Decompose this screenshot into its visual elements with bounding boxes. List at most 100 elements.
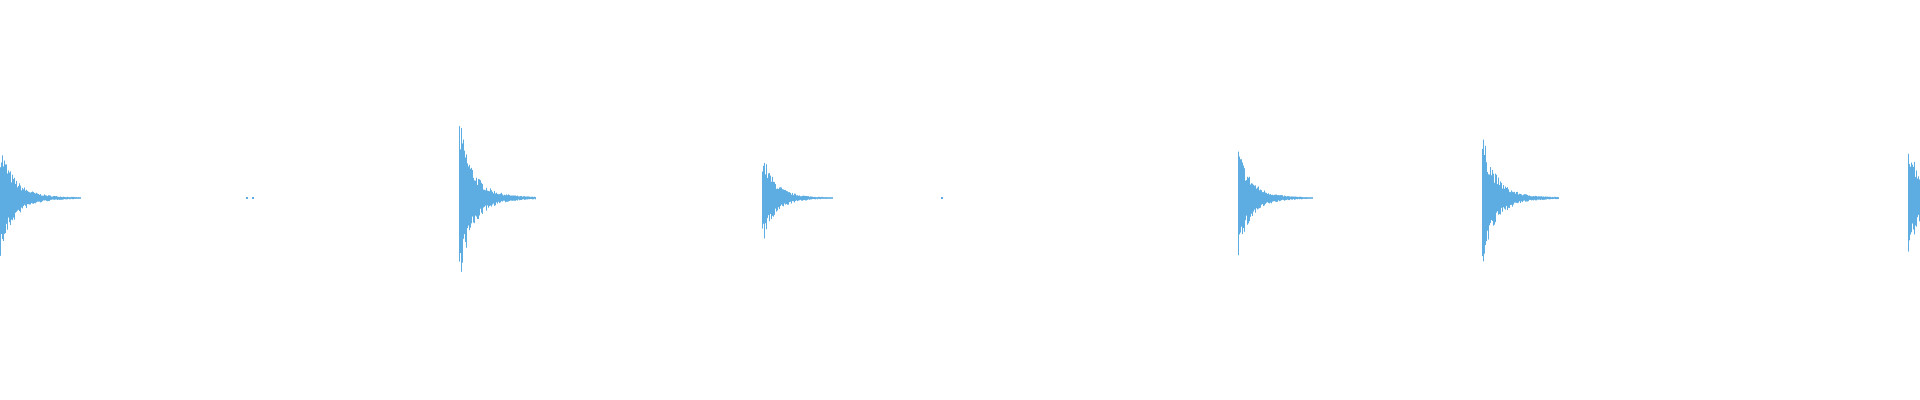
waveform-sample-column <box>807 196 808 200</box>
waveform-sample-column <box>1263 192 1264 206</box>
waveform-sample-column <box>830 197 831 199</box>
waveform-sample-column <box>527 196 528 200</box>
waveform-sample-column <box>1516 191 1517 203</box>
waveform-sample-column <box>816 197 817 199</box>
waveform-sample-column <box>1491 175 1492 221</box>
waveform-sample-column <box>808 196 809 200</box>
waveform-sample-column <box>5 164 6 234</box>
waveform-sample-column <box>1298 196 1299 199</box>
waveform-sample-column <box>29 192 30 205</box>
waveform-sample-column <box>471 167 472 224</box>
waveform-sample-column <box>1257 187 1258 210</box>
waveform-sample-column <box>483 189 484 208</box>
waveform-sample-column <box>1513 192 1514 205</box>
waveform-sample-column <box>7 173 8 230</box>
waveform-sample-column <box>806 195 807 201</box>
waveform-sample-column <box>1915 176 1916 226</box>
waveform-sample-column <box>1916 170 1917 227</box>
waveform-sample-column <box>507 195 508 202</box>
waveform-sample-column <box>1556 197 1557 200</box>
waveform-sample-column <box>63 196 64 200</box>
waveform-sample-column <box>773 181 774 217</box>
waveform-sample-column <box>1914 161 1915 235</box>
waveform-sample-column <box>503 195 504 201</box>
waveform-sample-column <box>1301 196 1302 200</box>
waveform-sample-column <box>1490 167 1491 224</box>
waveform-sample-column <box>1273 195 1274 202</box>
waveform-sample-column <box>10 171 11 226</box>
waveform-sample-column <box>1312 197 1313 199</box>
waveform-sample-column <box>1278 195 1279 201</box>
waveform-sample-column <box>1496 174 1497 213</box>
waveform-sample-column <box>782 189 783 206</box>
waveform-sample-column <box>1484 154 1485 254</box>
waveform-sample-column <box>484 189 485 207</box>
waveform-sample-column <box>19 183 20 211</box>
waveform-sample-column <box>1251 183 1252 214</box>
waveform-sample-column <box>71 196 72 199</box>
waveform-sample-column <box>79 197 80 199</box>
waveform-sample-column <box>1510 192 1511 205</box>
waveform-sample-column <box>488 191 489 208</box>
waveform-sample-column <box>822 196 823 199</box>
waveform-sample-column <box>815 197 816 200</box>
waveform-sample-column <box>764 162 765 239</box>
waveform-sample-column <box>53 196 54 200</box>
waveform-sample-column <box>1300 196 1301 199</box>
waveform-sample-column <box>783 189 784 207</box>
waveform-sample-column <box>528 196 529 200</box>
waveform-sample-column <box>770 175 771 214</box>
waveform-sample-column <box>18 185 19 210</box>
waveform-sample-column <box>516 196 517 201</box>
waveform-sample-column <box>812 196 813 200</box>
waveform-sample-column <box>523 196 524 200</box>
waveform-sample-column <box>823 197 824 199</box>
waveform-sample-column <box>1304 197 1305 199</box>
waveform-sample-column <box>1307 197 1308 199</box>
waveform-sample-column <box>1244 168 1245 232</box>
waveform-sample-column <box>31 192 32 204</box>
waveform-sample-column <box>17 187 18 211</box>
waveform-sample-column <box>791 194 792 204</box>
waveform-sample-column <box>1515 193 1516 203</box>
waveform-sample-column <box>42 195 43 202</box>
waveform-sample-column <box>1265 192 1266 204</box>
waveform-sample-column <box>1501 182 1502 208</box>
waveform-sample-column <box>1306 197 1307 200</box>
waveform-sample-column <box>1521 194 1522 202</box>
waveform-sample-column <box>829 197 830 199</box>
waveform-sample-column <box>49 195 50 201</box>
waveform-sample-column <box>828 197 829 199</box>
waveform-sample-column <box>799 195 800 201</box>
waveform-sample-column <box>1277 195 1278 202</box>
waveform-sample-column <box>501 192 502 202</box>
waveform-sample-column <box>1512 191 1513 207</box>
waveform-sample-column <box>1514 191 1515 203</box>
waveform-sample-column <box>50 195 51 200</box>
waveform-sample-column <box>1287 196 1288 200</box>
waveform-sample-column <box>468 166 469 226</box>
waveform-sample-column <box>66 197 67 200</box>
waveform-sample-column <box>771 181 772 220</box>
waveform-sample-column <box>1494 182 1495 225</box>
waveform-sample-column <box>1525 194 1526 202</box>
waveform-sample-column <box>2 155 3 240</box>
waveform-sample-column <box>64 196 65 200</box>
waveform-sample-column <box>779 187 780 209</box>
waveform-sample-column <box>530 196 531 200</box>
waveform-sample-column <box>1527 194 1528 202</box>
waveform-sample-column <box>459 126 460 262</box>
waveform-sample-column <box>80 197 81 199</box>
waveform-sample-column <box>521 195 522 201</box>
waveform-sample-column <box>1292 196 1293 200</box>
waveform-sample-column <box>43 195 44 201</box>
waveform-sample-column <box>74 197 75 199</box>
waveform-burst <box>1908 153 1920 252</box>
waveform-blip <box>941 197 943 199</box>
waveform-sample-column <box>55 196 56 200</box>
waveform-sample-column <box>39 194 40 202</box>
waveform-sample-column <box>26 189 27 209</box>
waveform-sample-column <box>794 193 795 203</box>
waveform-sample-column <box>494 191 495 206</box>
waveform-sample-column <box>479 179 480 216</box>
